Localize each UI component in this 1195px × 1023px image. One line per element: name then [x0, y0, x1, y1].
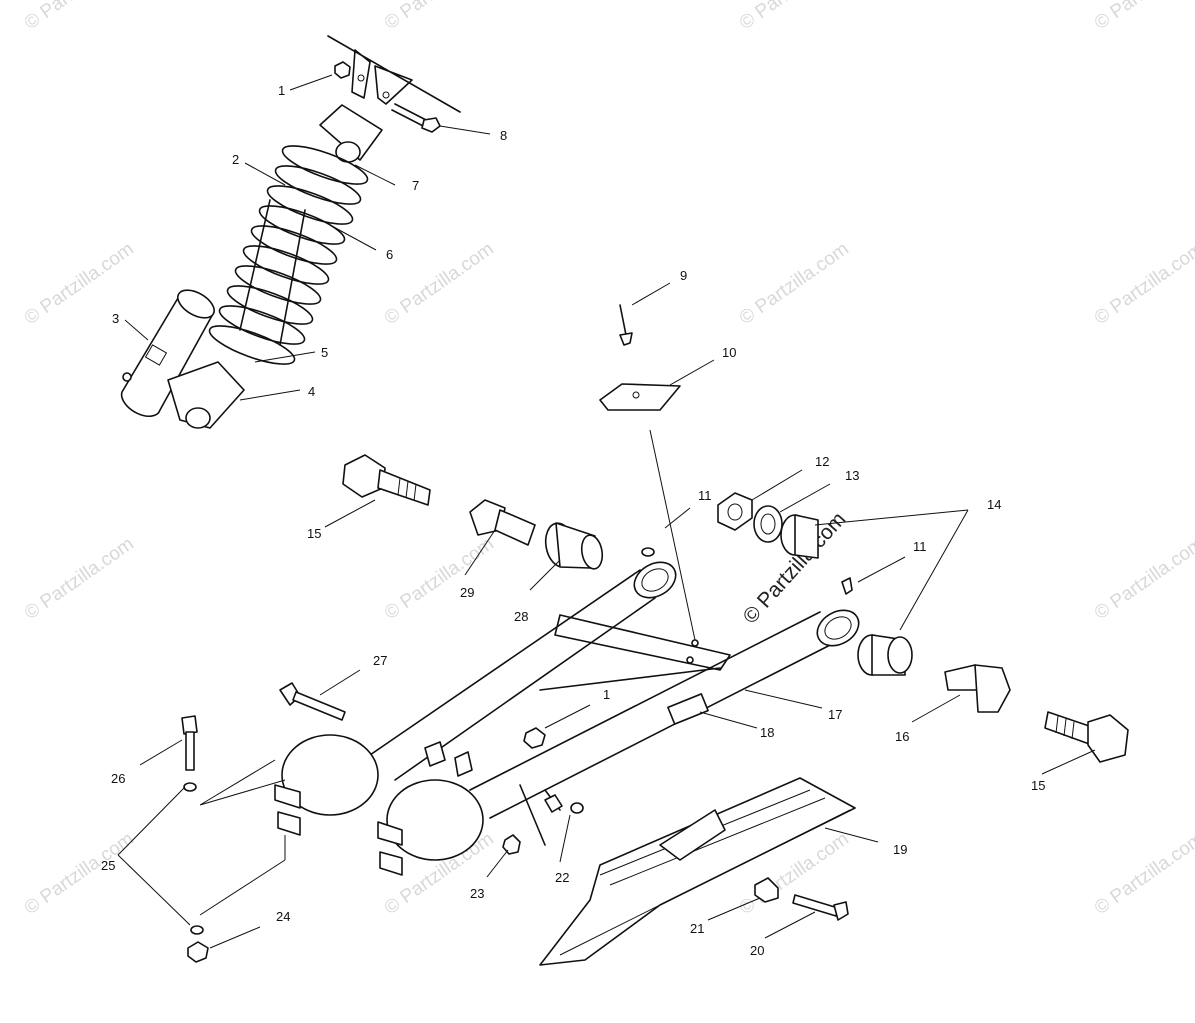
- bolt-20: [792, 894, 849, 921]
- watermark: © Partzilla.com: [1091, 828, 1195, 919]
- nut-24: [187, 941, 209, 963]
- bushing-28: [544, 522, 604, 570]
- callout-23: 23: [470, 886, 484, 901]
- rear-clamp-right: [386, 779, 484, 861]
- callout-21: 21: [690, 921, 704, 936]
- coil-spring: [208, 145, 369, 365]
- label-18: [667, 693, 709, 725]
- bolt-27: [279, 682, 346, 721]
- swing-arm: [274, 547, 860, 876]
- nut-12: [717, 492, 753, 531]
- nut-23: [502, 834, 521, 855]
- washer-25-upper: [183, 782, 197, 792]
- nut-1-lower: [523, 727, 546, 749]
- callout-26: 26: [111, 771, 125, 786]
- callout-11-upper: 11: [698, 488, 712, 503]
- callout-19: 19: [893, 842, 907, 857]
- callout-15-left: 15: [307, 526, 321, 541]
- watermark: © Partzilla.com: [21, 533, 138, 624]
- watermark: © Partzilla.com: [381, 238, 498, 329]
- callout-7: 7: [412, 178, 419, 193]
- swing-arm-right-tube: [469, 611, 841, 819]
- callout-5: 5: [321, 345, 328, 360]
- mounting-bracket: [327, 35, 461, 113]
- watermark: © Partzilla.com: [381, 0, 498, 34]
- bushing-21: [754, 877, 779, 903]
- shock-reservoir: [120, 297, 215, 418]
- watermark: © Partzilla.com: [21, 238, 138, 329]
- callout-10: 10: [722, 345, 736, 360]
- callout-25: 25: [101, 858, 115, 873]
- cross-member: [539, 614, 731, 691]
- callout-14: 14: [987, 497, 1001, 512]
- callout-29: 29: [460, 585, 474, 600]
- bolt-15-right: [1044, 711, 1129, 763]
- callout-13: 13: [845, 468, 859, 483]
- washer-22: [570, 802, 584, 814]
- bushing-29: [469, 499, 536, 546]
- watermark-layer: © Partzilla.com © Partzilla.com © Partzi…: [21, 0, 1195, 919]
- cover-plate-10: [599, 383, 681, 411]
- callout-20: 20: [750, 943, 764, 958]
- shock-lower-eye: [167, 361, 245, 429]
- slider-19: [539, 777, 856, 966]
- pivot-bolt-16: [944, 664, 1011, 713]
- callout-6: 6: [386, 247, 393, 262]
- watermark: © Partzilla.com: [1091, 238, 1195, 329]
- bushing-14-lower: [857, 634, 913, 676]
- shock-body: [239, 199, 306, 346]
- callout-18: 18: [760, 725, 774, 740]
- bolt-8: [391, 103, 431, 129]
- leader-lines: [117, 74, 1096, 949]
- callout-16: 16: [895, 729, 909, 744]
- rear-clamp-left: [281, 734, 379, 816]
- watermark: © Partzilla.com: [736, 0, 853, 34]
- washer-13: [753, 505, 783, 543]
- callout-1-lower: 1: [603, 687, 610, 702]
- callout-17: 17: [828, 707, 842, 722]
- callout-2: 2: [232, 152, 239, 167]
- washer-25-lower: [190, 925, 204, 935]
- callout-9: 9: [680, 268, 687, 283]
- callout-4: 4: [308, 384, 315, 399]
- callout-15-right: 15: [1031, 778, 1045, 793]
- nut-1: [334, 61, 351, 79]
- watermark: © Partzilla.com: [736, 238, 853, 329]
- watermark: © Partzilla.com: [1091, 0, 1195, 34]
- callout-11-right: 11: [913, 539, 927, 554]
- callout-28: 28: [514, 609, 528, 624]
- watermark: © Partzilla.com: [21, 0, 138, 34]
- bolt-26: [181, 715, 198, 771]
- watermark: © Partzilla.com: [1091, 533, 1195, 624]
- callout-1: 1: [278, 83, 285, 98]
- callout-27: 27: [373, 653, 387, 668]
- bolt-15-left: [342, 454, 431, 506]
- callout-labels: 1 2 3 4 5 6 7 8 9 10 11 11 12 13 14 15 1…: [101, 83, 1045, 958]
- watermark: © Partzilla.com: [381, 533, 498, 624]
- shock-absorber-assembly: [120, 35, 461, 429]
- watermark: © Partzilla.com: [21, 828, 138, 919]
- callout-8: 8: [500, 128, 507, 143]
- callout-3: 3: [112, 311, 119, 326]
- bushing-14-upper: [780, 514, 819, 559]
- callout-24: 24: [276, 909, 290, 924]
- pin-9: [619, 304, 633, 346]
- callout-22: 22: [555, 870, 569, 885]
- callout-12: 12: [815, 454, 829, 469]
